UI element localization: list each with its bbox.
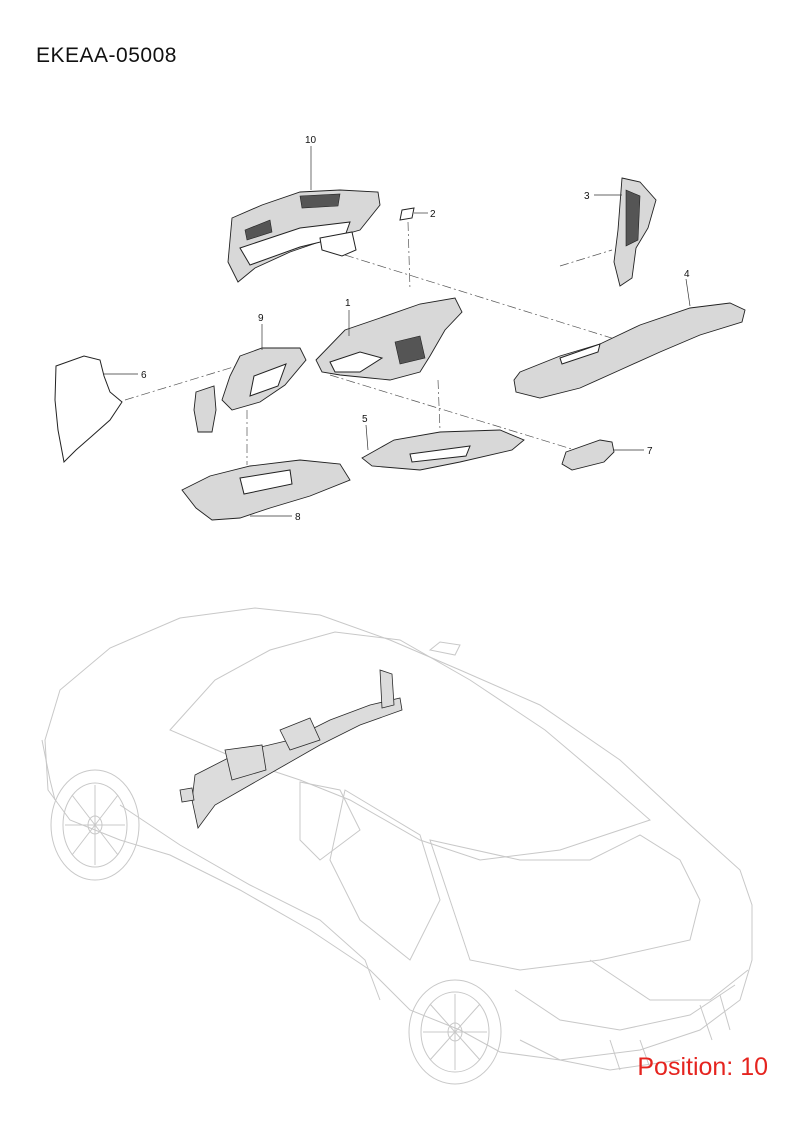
position-label: Position: 10 bbox=[637, 1053, 768, 1081]
callout-3: 3 bbox=[584, 191, 590, 202]
callout-5: 5 bbox=[362, 414, 368, 425]
callout-4: 4 bbox=[684, 269, 690, 280]
callout-2: 2 bbox=[430, 209, 436, 220]
part-6[interactable] bbox=[54, 355, 138, 464]
part-4[interactable] bbox=[513, 278, 746, 399]
callout-7: 7 bbox=[647, 446, 653, 457]
callout-8: 8 bbox=[295, 512, 301, 523]
part-10[interactable] bbox=[227, 146, 381, 283]
part-5[interactable] bbox=[361, 424, 525, 471]
part-2[interactable] bbox=[399, 207, 428, 221]
document-code: EKEAA-05008 bbox=[36, 44, 177, 67]
part-8[interactable] bbox=[181, 459, 351, 521]
alignment-lines bbox=[124, 221, 651, 465]
callout-labels: 10 2 3 4 1 9 6 5 7 8 bbox=[141, 135, 690, 523]
part-3[interactable] bbox=[594, 177, 657, 287]
callout-1: 1 bbox=[345, 298, 351, 309]
vehicle-outline bbox=[41, 607, 753, 1085]
callout-10: 10 bbox=[305, 135, 317, 146]
callout-6: 6 bbox=[141, 370, 147, 381]
part-1[interactable] bbox=[315, 297, 463, 381]
part-9[interactable] bbox=[193, 324, 307, 433]
part-7[interactable] bbox=[561, 439, 644, 471]
callout-9: 9 bbox=[258, 313, 264, 324]
